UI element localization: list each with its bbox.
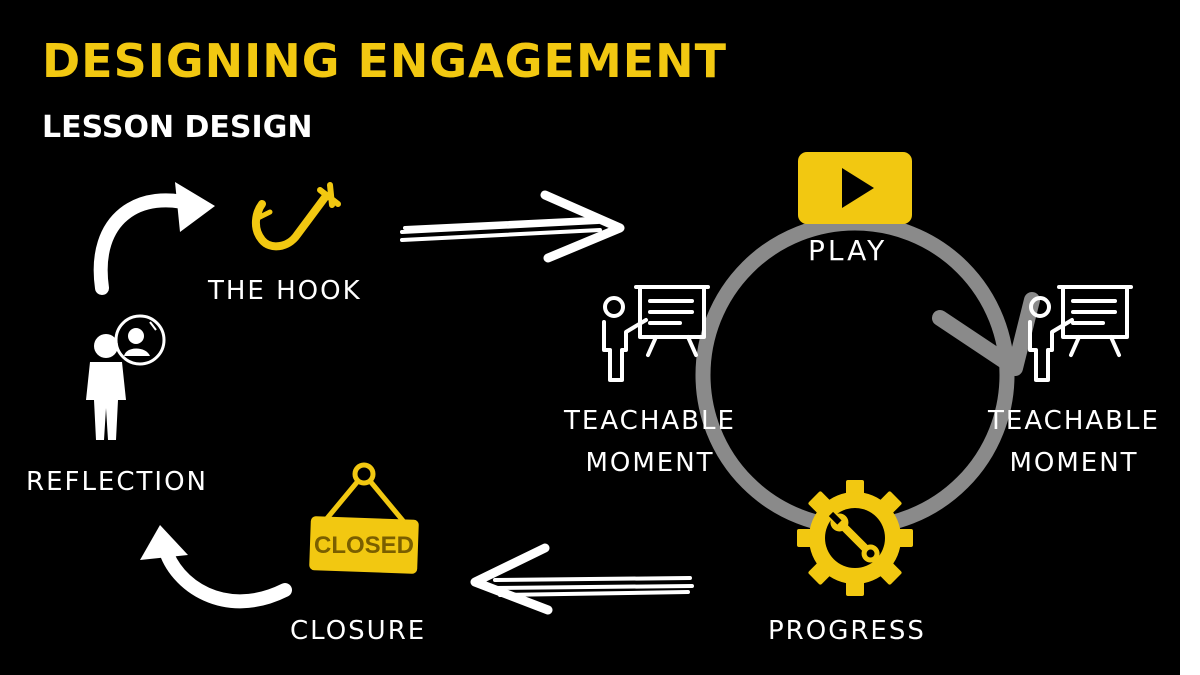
page-title: DESIGNING ENGAGEMENT <box>42 34 728 88</box>
straight-arrow-icon <box>400 190 625 263</box>
teachable-right-line2: MOMENT <box>1009 448 1139 478</box>
step-label-play: PLAY <box>808 234 888 267</box>
teachable-right-line1: TEACHABLE <box>988 406 1160 436</box>
presenter-board-icon <box>1028 285 1133 382</box>
step-label-teachable-left: TEACHABLE MOMENT <box>548 400 752 484</box>
presenter-board-icon <box>602 285 710 382</box>
closed-sign-text: CLOSED <box>314 532 414 559</box>
curved-arrow-icon <box>140 525 292 609</box>
step-label-closure: CLOSURE <box>290 616 427 646</box>
play-button-icon <box>798 152 912 224</box>
straight-arrow-icon <box>470 543 694 615</box>
step-label-hook: THE HOOK <box>208 276 362 306</box>
fish-hook-icon <box>252 182 341 251</box>
curved-arrow-icon <box>93 182 215 295</box>
step-label-teachable-right: TEACHABLE MOMENT <box>972 400 1176 484</box>
person-reflection-icon <box>86 314 166 440</box>
teachable-left-line2: MOMENT <box>585 448 715 478</box>
teachable-left-line1: TEACHABLE <box>564 406 736 436</box>
closed-sign-icon: CLOSED <box>309 462 419 574</box>
step-label-reflection: REFLECTION <box>26 467 208 497</box>
step-label-progress: PROGRESS <box>768 616 926 646</box>
page-subtitle: LESSON DESIGN <box>42 110 313 145</box>
gear-wrench-icon <box>797 480 913 596</box>
